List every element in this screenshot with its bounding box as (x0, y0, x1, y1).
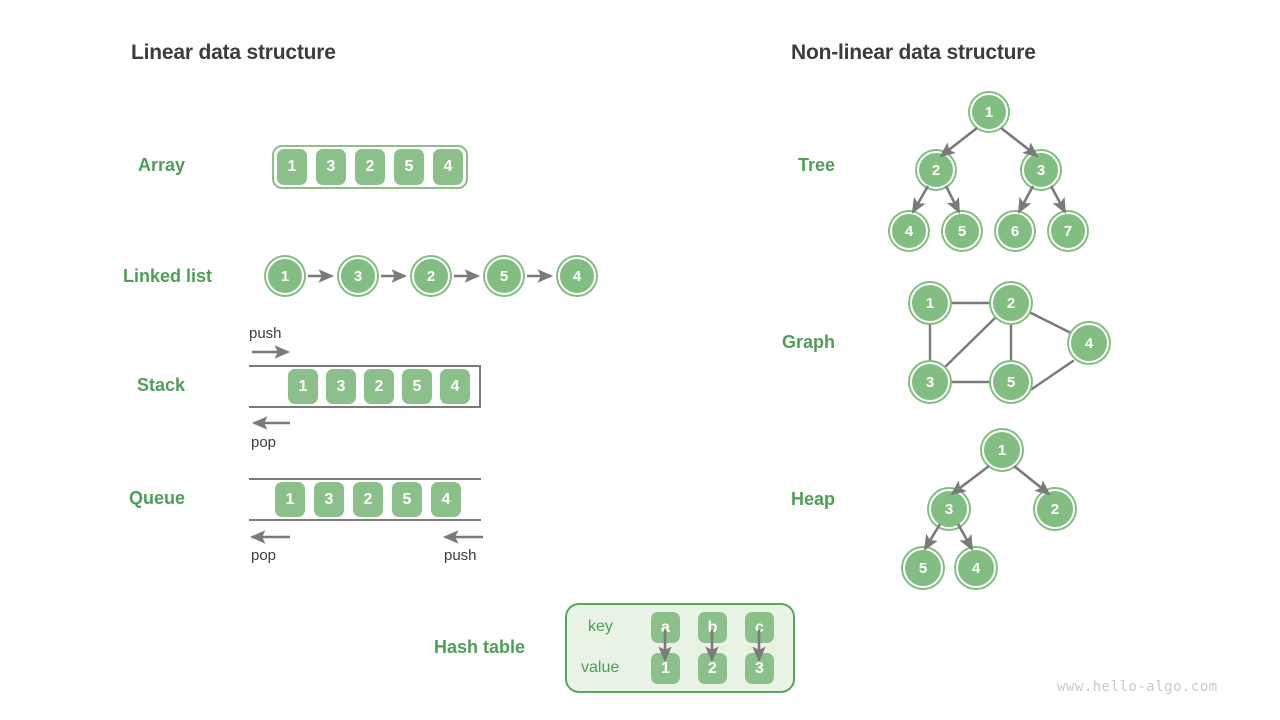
stack-pop-label: pop (251, 434, 277, 451)
hash-value-label: value (581, 659, 620, 676)
tree-node: 4 (890, 212, 928, 250)
tree-arrow-2-4 (911, 185, 930, 214)
array-cell: 4 (433, 149, 463, 185)
stack-cell: 2 (364, 369, 394, 404)
heap-node: 5 (903, 548, 943, 588)
queue-pop-label: pop (251, 547, 277, 564)
hash-value-cell: 3 (745, 653, 774, 684)
tree-node: 7 (1049, 212, 1087, 250)
tree-arrow-1-3 (1000, 126, 1039, 158)
linked-list-node: 5 (485, 257, 523, 295)
graph-node: 2 (991, 283, 1031, 323)
queue-cell: 5 (392, 482, 422, 517)
array-cell: 2 (355, 149, 385, 185)
stack-push-label: push (249, 325, 282, 342)
heap-node: 3 (929, 489, 969, 529)
tree-node: 2 (917, 151, 955, 189)
heap-arrow-3-5 (923, 523, 942, 551)
tree-node: 1 (970, 93, 1008, 131)
heap-arrow-1-2 (1013, 464, 1051, 496)
hash-key-cell: b (698, 612, 727, 643)
tree-arrow-3-6 (1017, 185, 1035, 214)
heap-node: 4 (956, 548, 996, 588)
queue-cell: 4 (431, 482, 461, 517)
graph-node: 4 (1069, 323, 1109, 363)
hash-value-cell: 1 (651, 653, 680, 684)
queue-cell: 3 (314, 482, 344, 517)
array-frame (272, 145, 468, 189)
queue-cell: 2 (353, 482, 383, 517)
queue-cell: 1 (275, 482, 305, 517)
label-hash-table: Hash table (433, 637, 525, 657)
heading-nonlinear: Non-linear data structure (791, 41, 1036, 64)
graph-edge-2-3 (942, 316, 997, 370)
heap-arrow-3-4 (956, 523, 974, 551)
hash-key-label: key (588, 618, 613, 635)
heap-node: 1 (982, 430, 1022, 470)
array-cell: 1 (277, 149, 307, 185)
heap-arrow-1-3 (950, 464, 990, 496)
label-heap: Heap (790, 489, 835, 509)
queue-frame (249, 478, 481, 521)
queue-push-label: push (444, 547, 477, 564)
heap-node: 2 (1035, 489, 1075, 529)
hash-key-cell: c (745, 612, 774, 643)
tree-node: 6 (996, 212, 1034, 250)
stack-cell: 3 (326, 369, 356, 404)
linked-list-node: 3 (339, 257, 377, 295)
linked-list-node: 4 (558, 257, 596, 295)
stack-frame (249, 365, 481, 408)
array-cell: 5 (394, 149, 424, 185)
graph-edge-2-4 (1027, 310, 1075, 336)
graph-node: 5 (991, 362, 1031, 402)
graph-node: 1 (910, 283, 950, 323)
stack-cell: 1 (288, 369, 318, 404)
graph-edge-5-4 (1027, 359, 1075, 393)
label-stack: Stack (136, 375, 185, 395)
linked-list-node: 2 (412, 257, 450, 295)
label-graph: Graph (781, 332, 835, 352)
label-queue: Queue (128, 488, 185, 508)
tree-arrow-1-2 (939, 126, 978, 158)
array-cell: 3 (316, 149, 346, 185)
stack-cell: 4 (440, 369, 470, 404)
hash-key-cell: a (651, 612, 680, 643)
stack-cell: 5 (402, 369, 432, 404)
graph-node: 3 (910, 362, 950, 402)
label-tree: Tree (797, 155, 835, 175)
heading-linear: Linear data structure (131, 41, 336, 64)
hash-value-cell: 2 (698, 653, 727, 684)
tree-arrow-3-7 (1049, 185, 1067, 214)
tree-node: 3 (1022, 151, 1060, 189)
label-array: Array (137, 155, 185, 175)
watermark: www.hello-algo.com (1057, 679, 1218, 695)
tree-node: 5 (943, 212, 981, 250)
tree-arrow-2-5 (944, 185, 961, 214)
label-linked-list: Linked list (122, 266, 212, 286)
linked-list-node: 1 (266, 257, 304, 295)
